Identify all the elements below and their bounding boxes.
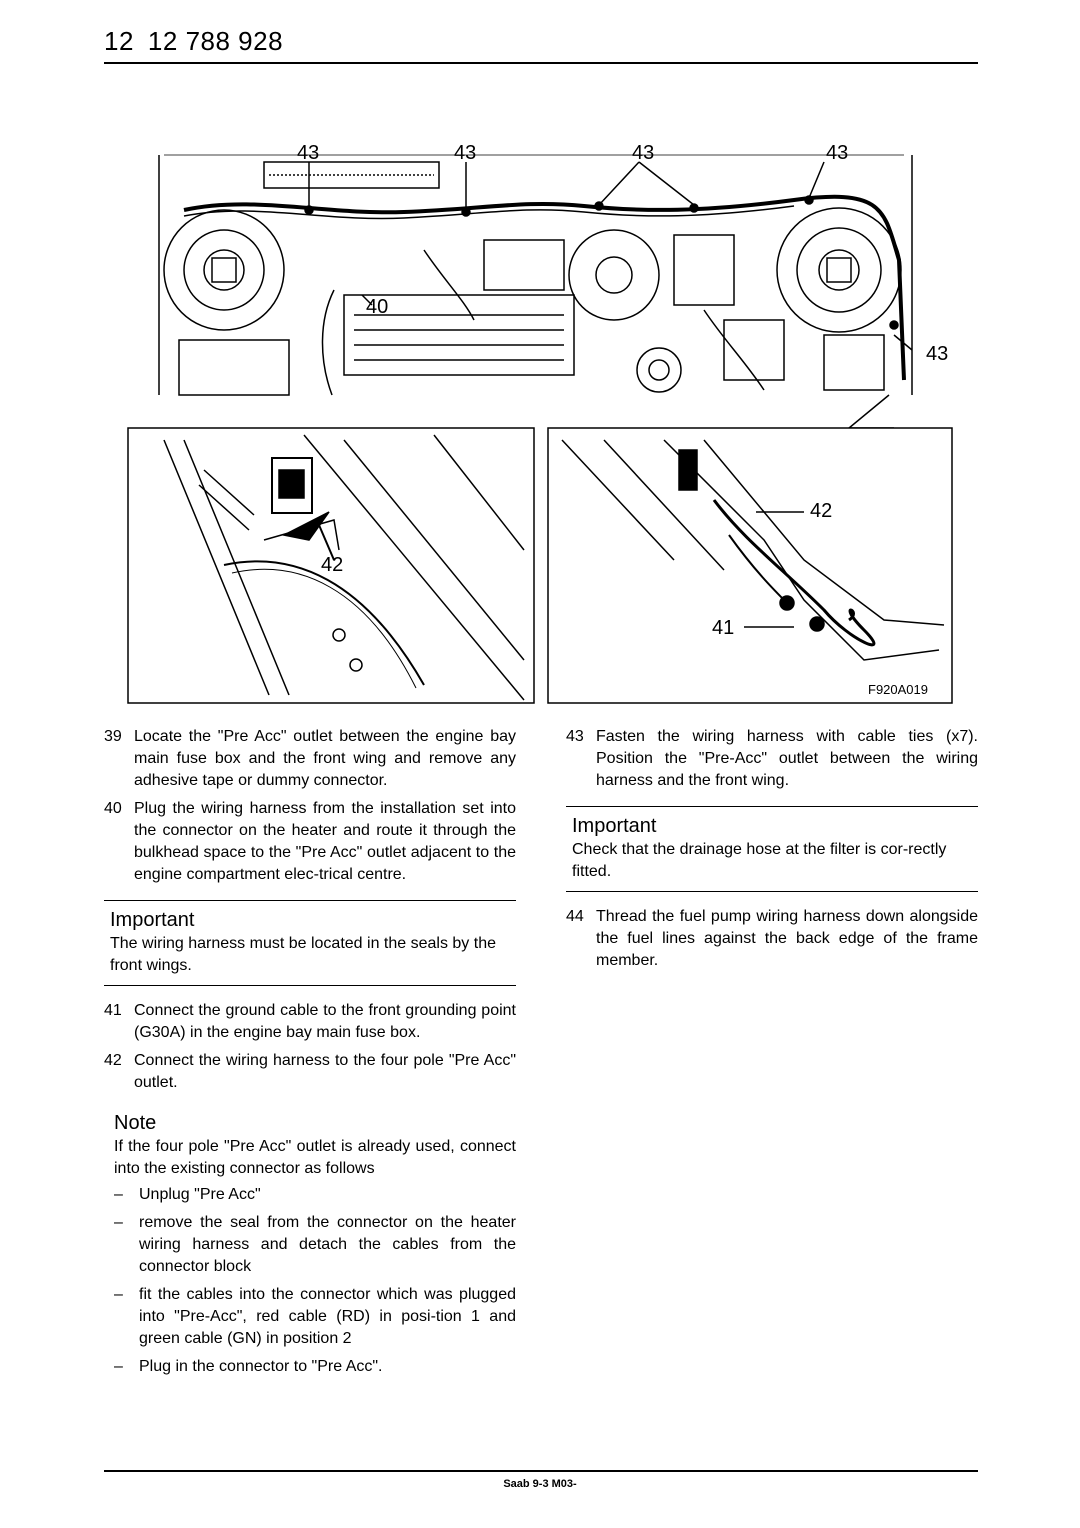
- step-40: 40 Plug the wiring harness from the inst…: [104, 798, 516, 886]
- step-number: 40: [104, 800, 122, 817]
- step-number: 43: [566, 728, 584, 745]
- step-number: 39: [104, 728, 122, 745]
- callout-43-e: 43: [926, 343, 949, 365]
- installation-illustration: 43 43 43 43 40 43 42 42 41 F920A019: [104, 140, 978, 710]
- left-column: 39 Locate the "Pre Acc" outlet between t…: [104, 726, 516, 1384]
- step-42: 42 Connect the wiring harness to the fou…: [104, 1050, 516, 1094]
- note-list-item: – Plug in the connector to "Pre Acc".: [114, 1356, 516, 1378]
- important-box-right: Important Check that the drainage hose a…: [566, 806, 978, 892]
- engine-bay-drawing: [127, 154, 953, 704]
- step-43: 43 Fasten the wiring harness with cable …: [566, 726, 978, 792]
- list-item-text: Plug in the connector to "Pre Acc".: [139, 1358, 383, 1375]
- step-text: Connect the ground cable to the front gr…: [134, 1002, 516, 1041]
- step-text: Fasten the wiring harness with cable tie…: [596, 728, 978, 789]
- page-footer: Saab 9-3 M03-: [503, 1478, 577, 1490]
- callout-42-left: 42: [321, 554, 344, 576]
- important-text: Check that the drainage hose at the filt…: [572, 841, 947, 880]
- step-number: 44: [566, 908, 584, 925]
- note-list-item: – Unplug "Pre Acc": [114, 1184, 516, 1206]
- header-title: 12 12 788 928: [104, 26, 283, 57]
- note-section: Note If the four pole "Pre Acc" outlet i…: [104, 1112, 516, 1378]
- step-number: 42: [104, 1052, 122, 1069]
- page-number: 12: [104, 26, 134, 56]
- important-box-left: Important The wiring harness must be loc…: [104, 900, 516, 986]
- dash-marker: –: [114, 1186, 123, 1203]
- note-text: If the four pole "Pre Acc" outlet is alr…: [114, 1138, 516, 1177]
- right-column: 43 Fasten the wiring harness with cable …: [566, 726, 978, 978]
- step-text: Locate the "Pre Acc" outlet between the …: [134, 728, 516, 789]
- step-text: Thread the fuel pump wiring harness down…: [596, 908, 978, 969]
- callout-43-d: 43: [826, 142, 849, 164]
- list-item-text: Unplug "Pre Acc": [139, 1186, 261, 1203]
- dash-marker: –: [114, 1214, 123, 1231]
- note-list-item: – fit the cables into the connector whic…: [114, 1284, 516, 1350]
- document-number: 12 788 928: [147, 26, 284, 56]
- callout-40: 40: [366, 296, 389, 318]
- footer-rule: [104, 1470, 978, 1472]
- step-44: 44 Thread the fuel pump wiring harness d…: [566, 906, 978, 972]
- note-heading: Note: [114, 1112, 157, 1134]
- list-item-text: fit the cables into the connector which …: [139, 1286, 516, 1347]
- callout-43-b: 43: [454, 142, 477, 164]
- step-41: 41 Connect the ground cable to the front…: [104, 1000, 516, 1044]
- step-number: 41: [104, 1002, 122, 1019]
- important-text: The wiring harness must be located in th…: [110, 935, 496, 974]
- note-list-item: – remove the seal from the connector on …: [114, 1212, 516, 1278]
- important-heading: Important: [572, 815, 657, 837]
- step-text: Plug the wiring harness from the install…: [134, 800, 516, 883]
- dash-marker: –: [114, 1358, 123, 1375]
- step-39: 39 Locate the "Pre Acc" outlet between t…: [104, 726, 516, 792]
- step-text: Connect the wiring harness to the four p…: [134, 1052, 516, 1091]
- dash-marker: –: [114, 1286, 123, 1303]
- callout-42-right: 42: [810, 500, 833, 522]
- important-heading: Important: [110, 909, 195, 931]
- figure-code: F920A019: [868, 682, 928, 697]
- page-header: 12 12 788 928: [104, 26, 978, 64]
- callout-43-c: 43: [632, 142, 655, 164]
- callout-43-a: 43: [297, 142, 320, 164]
- callout-41: 41: [712, 617, 735, 639]
- list-item-text: remove the seal from the connector on th…: [139, 1214, 516, 1275]
